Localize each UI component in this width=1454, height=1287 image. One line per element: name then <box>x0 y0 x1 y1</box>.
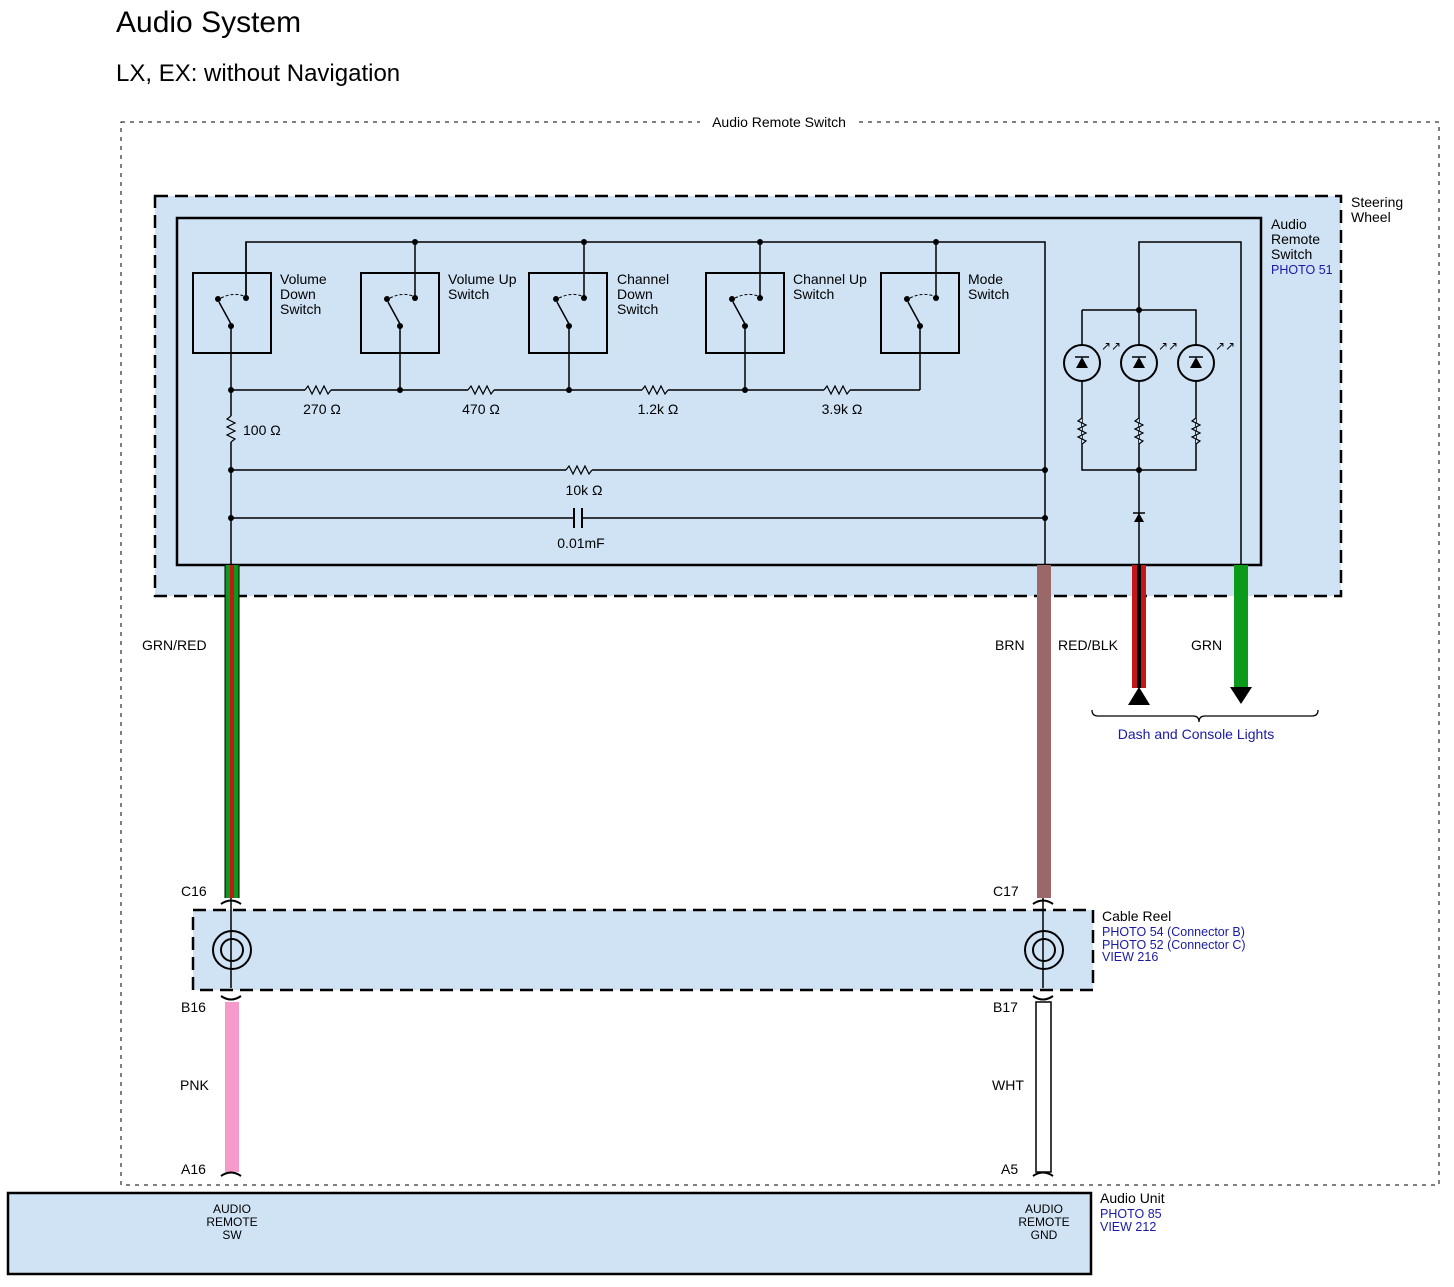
audio-unit-box <box>6 1191 1093 1276</box>
led-icon: ↗↗ <box>1177 339 1235 382</box>
module-label-1: Audio <box>1271 216 1307 232</box>
audio-unit-pin2-line3: GND <box>1031 1228 1058 1242</box>
cable-reel-view[interactable]: VIEW 216 <box>1102 950 1158 964</box>
switch-4-line-2: Switch <box>793 286 834 302</box>
pin-c16: C16 <box>181 883 207 899</box>
switch-3-line-3: Switch <box>617 301 658 317</box>
channel-up-switch: Channel Up Switch <box>705 242 867 390</box>
audio-unit-view[interactable]: VIEW 212 <box>1100 1220 1156 1234</box>
wire-grn <box>1230 565 1252 704</box>
cable-reel-photo-1[interactable]: PHOTO 54 (Connector B) <box>1102 925 1245 939</box>
led-circuit: ↗↗ ↗↗ ↗↗ <box>1063 241 1242 565</box>
svg-text:↗↗: ↗↗ <box>1215 339 1235 353</box>
audio-unit-pin1-line2: REMOTE <box>206 1215 257 1229</box>
pin-b16: B16 <box>181 999 206 1015</box>
audio-unit-pin2-line2: REMOTE <box>1018 1215 1069 1229</box>
switch-5-line-2: Switch <box>968 286 1009 302</box>
cable-reel-coil-icon <box>212 898 252 1001</box>
pin-c17: C17 <box>993 883 1019 899</box>
switch-3-line-2: Down <box>617 286 653 302</box>
cable-reel-photo-2[interactable]: PHOTO 52 (Connector C) <box>1102 938 1246 952</box>
wire-red-blk <box>1128 565 1150 705</box>
wire-pnk <box>220 1002 242 1177</box>
module-label-3: Switch <box>1271 246 1312 262</box>
resistor-3-9k: 3.9k Ω <box>822 401 863 417</box>
capacitor-label: 0.01mF <box>557 535 604 551</box>
outer-box-label: Audio Remote Switch <box>712 114 846 130</box>
switch-1-line-1: Volume <box>280 271 327 287</box>
svg-text:↗↗: ↗↗ <box>1158 339 1178 353</box>
wire-wht <box>1032 1001 1054 1177</box>
resistor-470: 470 Ω <box>462 401 500 417</box>
cable-reel-box <box>191 908 1095 992</box>
page-title: Audio System <box>116 6 302 39</box>
switch-3-line-1: Channel <box>617 271 669 287</box>
dash-console-lights-link[interactable]: Dash and Console Lights <box>1118 726 1274 742</box>
audio-unit-pin1-line3: SW <box>222 1228 242 1242</box>
mode-switch: Mode Switch <box>880 242 1009 390</box>
switch-2-line-2: Switch <box>448 286 489 302</box>
channel-down-switch: Channel Down Switch <box>528 242 669 390</box>
switch-4-line-1: Channel Up <box>793 271 867 287</box>
pin-b17: B17 <box>993 999 1018 1015</box>
resistor-270: 270 Ω <box>303 401 341 417</box>
svg-text:↗↗: ↗↗ <box>1101 339 1121 353</box>
pin-a16: A16 <box>181 1161 206 1177</box>
audio-unit-pin1-line1: AUDIO <box>213 1202 251 1216</box>
module-label-2: Remote <box>1271 231 1320 247</box>
audio-unit-label: Audio Unit <box>1100 1190 1165 1206</box>
resistor-ladder: 270 Ω 470 Ω 1.2k Ω 3.9k Ω 100 Ω 10k Ω 0.… <box>225 384 1048 565</box>
resistor-1-2k: 1.2k Ω <box>638 401 679 417</box>
steering-label-2: Wheel <box>1351 209 1391 225</box>
wire-label-grn: GRN <box>1191 637 1222 653</box>
led-icon: ↗↗ <box>1120 339 1178 382</box>
wire-label-pnk: PNK <box>180 1077 209 1093</box>
volume-up-switch: Volume Up Switch <box>360 242 517 390</box>
switch-1-line-3: Switch <box>280 301 321 317</box>
wire-label-red-blk: RED/BLK <box>1058 637 1119 653</box>
wire-brn <box>1037 565 1051 898</box>
wire-label-wht: WHT <box>992 1077 1024 1093</box>
wire-label-grn-red: GRN/RED <box>142 637 207 653</box>
steering-label-1: Steering <box>1351 194 1403 210</box>
audio-remote-switch-module <box>175 216 1263 567</box>
pin-a5: A5 <box>1001 1161 1018 1177</box>
switch-2-line-1: Volume Up <box>448 271 517 287</box>
module-photo-link[interactable]: PHOTO 51 <box>1271 263 1333 277</box>
cable-reel-coil-icon <box>1024 898 1064 1001</box>
audio-unit-photo[interactable]: PHOTO 85 <box>1100 1207 1162 1221</box>
wire-label-brn: BRN <box>995 637 1025 653</box>
cable-reel-label: Cable Reel <box>1102 908 1171 924</box>
page-subtitle: LX, EX: without Navigation <box>116 60 401 87</box>
resistor-10k: 10k Ω <box>566 482 603 498</box>
resistor-100: 100 Ω <box>243 422 281 438</box>
switch-1-line-2: Down <box>280 286 316 302</box>
switch-5-line-1: Mode <box>968 271 1003 287</box>
wire-grn-red <box>224 565 240 898</box>
led-icon: ↗↗ <box>1063 339 1121 382</box>
volume-down-switch: Volume Down Switch <box>192 242 327 390</box>
audio-unit-pin2-line1: AUDIO <box>1025 1202 1063 1216</box>
